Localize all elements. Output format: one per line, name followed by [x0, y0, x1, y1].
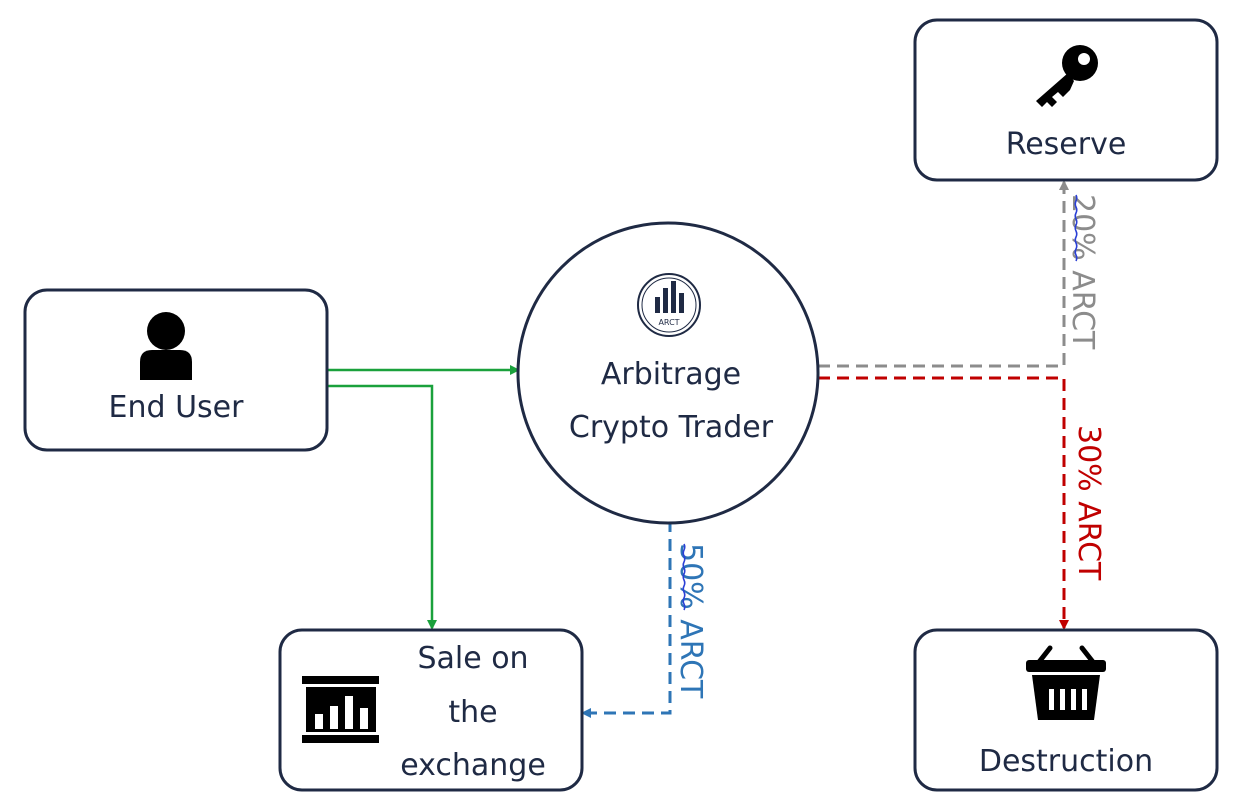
spellcheck-underline [1074, 194, 1078, 262]
node-end-user: End User [23, 288, 329, 452]
edge-trader-to-sale [581, 520, 672, 718]
destruction-label: Destruction [979, 744, 1153, 779]
exchange-icon [302, 676, 379, 743]
arct-logo-icon: ARCT [637, 273, 701, 337]
arct-logo-text: ARCT [658, 318, 679, 327]
reserve-label: Reserve [1006, 127, 1127, 162]
edge-trader-to-reserve [818, 180, 1069, 368]
edge-label-reserve: 20% ARCT [1065, 194, 1100, 350]
edge-trader-to-destruction [818, 376, 1069, 630]
node-sale: Sale on the exchange [278, 628, 584, 792]
sale-label-line1: Sale on [417, 641, 528, 676]
node-destruction: Destruction [913, 628, 1219, 792]
sale-label-line3: exchange [400, 748, 546, 783]
trader-label-line1: Arbitrage [601, 357, 741, 392]
user-icon [140, 312, 192, 380]
edge-label-destruction: 30% ARCT [1071, 425, 1106, 581]
edge-label-sale: 50% ARCT [673, 543, 708, 699]
key-icon [1036, 45, 1098, 107]
spellcheck-underline [682, 543, 686, 611]
node-trader: ARCT Arbitrage Crypto Trader [516, 221, 820, 525]
end-user-label: End User [109, 390, 245, 425]
edge-user-to-sale [328, 384, 437, 630]
trader-label-line2: Crypto Trader [569, 410, 774, 445]
sale-label-line2: the [448, 695, 497, 730]
basket-icon [1026, 645, 1106, 720]
node-reserve: Reserve [913, 18, 1219, 182]
